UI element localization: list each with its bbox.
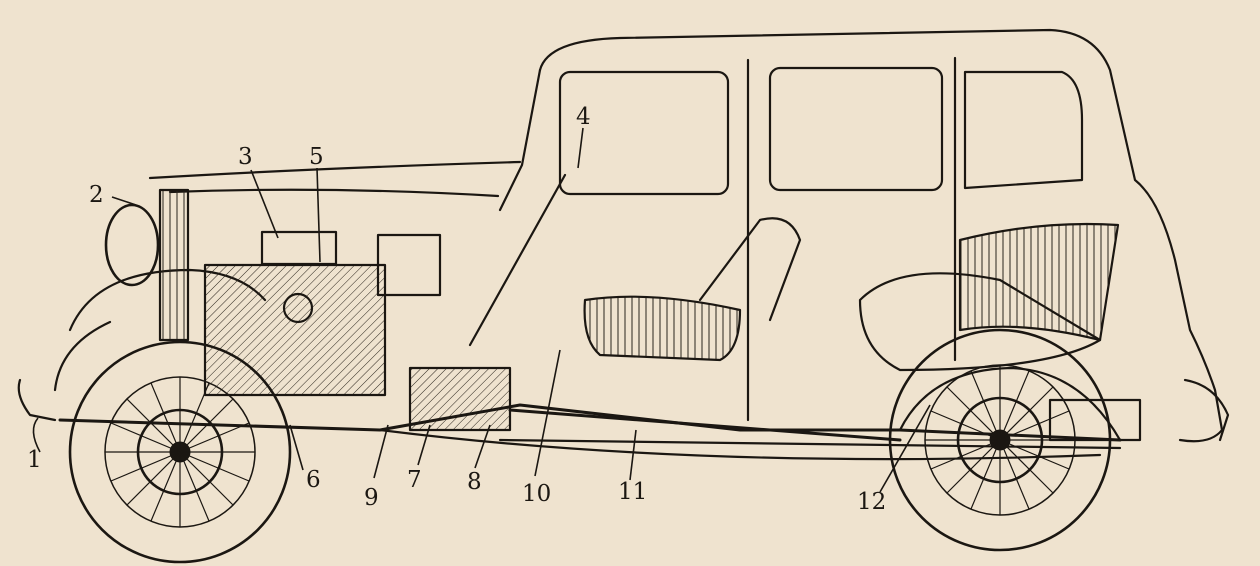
- sill-line: [498, 438, 1122, 450]
- callout-1: 1: [27, 447, 42, 473]
- fuel-tank: [1048, 398, 1142, 442]
- leader-7: [417, 424, 431, 466]
- rear-bumper: [1183, 378, 1230, 442]
- front-wheel: [68, 340, 292, 564]
- leader-12: [879, 404, 931, 493]
- front-seat-back: [698, 217, 802, 322]
- rear-seat-cushion: [858, 272, 1102, 372]
- callout-10: 10: [522, 481, 552, 507]
- engine-block: [203, 263, 387, 397]
- rear-fender: [898, 366, 1122, 442]
- leader-4: [577, 127, 584, 169]
- leader-2: [111, 196, 137, 206]
- floor-line: [378, 428, 1102, 461]
- leader-8: [474, 424, 491, 469]
- callout-2: 2: [89, 182, 104, 208]
- rear-seat-back: [958, 222, 1120, 342]
- callout-4: 4: [576, 104, 591, 130]
- front-fender-skirt: [53, 320, 112, 392]
- leader-9: [373, 424, 389, 479]
- gearbox: [408, 366, 512, 432]
- distributor: [282, 292, 314, 324]
- hood-line: [148, 160, 522, 180]
- callout-9: 9: [364, 485, 379, 511]
- windshield-pillar: [498, 68, 542, 212]
- steering-column: [468, 173, 567, 347]
- rear-wheel: [888, 328, 1112, 552]
- headlamp: [104, 203, 160, 287]
- callout-12: 12: [857, 489, 887, 515]
- callout-5: 5: [309, 144, 324, 170]
- hood-lower: [168, 188, 500, 198]
- radiator: [158, 188, 190, 342]
- callout-6: 6: [306, 467, 321, 493]
- callout-8: 8: [467, 469, 482, 495]
- propeller-shaft: [508, 408, 902, 442]
- leader-6: [289, 424, 304, 471]
- front-seat-cushion: [583, 295, 742, 362]
- rear-door-window: [768, 66, 944, 192]
- front-window: [558, 70, 730, 196]
- leader-10: [534, 349, 561, 477]
- battery-box: [376, 233, 442, 297]
- callout-3: 3: [238, 144, 253, 170]
- leader-3: [250, 169, 279, 239]
- chassis-frame: [58, 403, 1122, 442]
- leader-11: [629, 429, 637, 481]
- leader-lines: [32, 127, 931, 493]
- leader-1: [32, 417, 41, 453]
- leader-5: [316, 167, 321, 263]
- front-bumper: [17, 378, 57, 422]
- rear-quarter-window: [963, 70, 1084, 190]
- roof-line: [538, 28, 1224, 443]
- callout-7: 7: [407, 467, 422, 493]
- callout-11: 11: [618, 479, 648, 505]
- carburettor: [260, 230, 338, 266]
